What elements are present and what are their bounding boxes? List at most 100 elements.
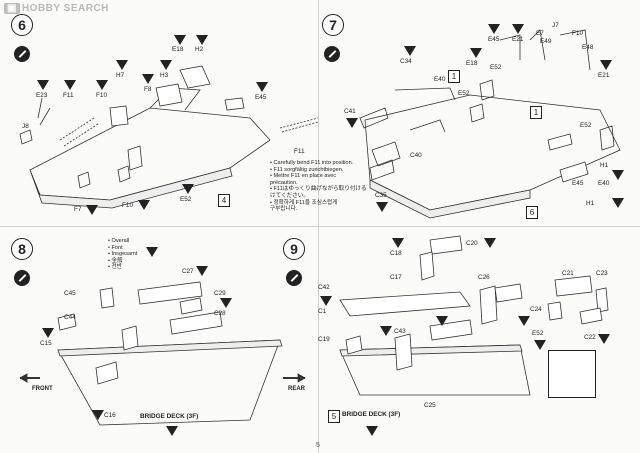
step7-hull-side [369,179,531,219]
step8-label-c44: C44 [64,314,76,321]
step8-part-c16 [95,361,119,385]
step8-glue-icon [14,270,30,286]
step9-label-c42: C42 [318,284,330,291]
step7-paint-marker-icon [600,60,612,70]
step7-label-e21: E21 [512,36,524,43]
step9-part-c23 [595,287,609,313]
step-6-number: 6 [11,14,33,36]
step8-paint-marker-icon [146,247,158,257]
step7-label-c35: C35 [375,192,387,199]
step7-label-e48: E48 [582,44,594,51]
step6-part-e45 [224,97,245,111]
step6-label-f10-lower: F10 [122,202,134,209]
step7-label-h1: H1 [600,162,609,169]
step9-label-c18: C18 [390,250,402,257]
step7-deck-outline [364,94,621,211]
step9-label-c21: C21 [562,270,574,277]
step9-deck-edge [339,344,523,357]
step9-paint-marker-icon [534,340,546,350]
legend-line: • 全般 [108,257,123,264]
step9-label-c24: C24 [530,306,542,313]
step7-label-f10: F10 [572,30,584,37]
step9-part-c19 [345,335,363,355]
step7-part-c40 [371,141,401,167]
step8-front-arrowhead [19,373,28,383]
step8-paint-marker-icon [196,266,208,276]
step7-paint-marker-icon [488,24,500,34]
step7-masts [499,29,591,71]
step7-label-e52-c: E52 [580,122,592,129]
note-line: • F11はゆっくり曲げながら取り付ける [270,186,367,193]
step9-label-c1: C1 [318,308,327,315]
step8-paint-marker-icon [92,410,104,420]
legend-line: • 전반 [108,264,122,271]
step6-label-f10: F10 [96,92,108,99]
step6-glue-icon [14,46,30,62]
horizontal-divider [0,226,640,227]
step9-paint-marker-icon [598,334,610,344]
step9-label-c43: C43 [394,328,406,335]
step7-paint-marker-icon [612,170,624,180]
step6-paint-marker-icon [174,35,186,45]
step6-label-e18: E18 [172,46,184,53]
step9-rear-arrowhead [297,373,306,383]
vertical-divider [318,0,319,453]
step6-part-h7 [109,105,129,127]
step9-part-c21 [554,275,593,297]
step6-label-f8: F8 [144,86,152,93]
step8-direction-label: FRONT [32,386,53,392]
step9-paint-marker-icon [484,238,496,248]
step6-paint-marker-icon [142,74,154,84]
step6-label-f11-detail: F11 [294,148,305,155]
step8-parts-c29-c28 [169,297,223,335]
step7-part-h1 [599,125,615,151]
step8-legend: • Overall • Font • Insgesamt • 全般 • 전반 [108,238,137,271]
step9-part-c25 [494,283,523,303]
step8-part-c45 [99,287,115,309]
watermark-text: HOBBY SEARCH [21,3,109,14]
step7-paint-marker-icon [470,48,482,58]
step9-paint-marker-icon [380,326,392,336]
step7-paint-marker-icon [376,202,388,212]
note-line: 구부립니다. [270,206,298,213]
step7-rail-c34 [394,87,456,133]
step6-paint-marker-icon [37,80,49,90]
step6-paint-marker-icon [256,82,268,92]
step9-detail-inset [548,350,596,398]
step6-label-e23: E23 [36,92,48,99]
step6-paint-marker-icon [96,80,108,90]
step7-box-ref-a: 1 [448,70,460,83]
note-line: • Mettre F11 en place avec [270,173,337,180]
step9-part-c18-c17 [419,251,435,281]
step9-paint-marker-icon [366,426,378,436]
step6-note: • Carefully bend F11 into position. • F1… [270,160,367,213]
step9-deck-label: BRIDGE DECK (3F) [342,411,401,418]
step8-paint-marker-icon [220,298,232,308]
step7-label-e45-b: E45 [572,180,584,187]
step9-part-c26 [479,285,498,325]
step8-part-c44 [121,325,139,351]
step9-paint-marker-icon [392,238,404,248]
step9-paint-marker-icon [320,296,332,306]
step9-label-c25: C25 [424,402,436,409]
step6-label-h3: H3 [160,72,169,79]
step9-label-c26: C26 [478,274,490,281]
step7-label-j7: J7 [552,22,559,29]
step6-part-j8 [19,129,33,145]
step6-label-h7: H7 [116,72,125,79]
step9-part-c1 [339,291,471,317]
watermark: ▣HOBBY SEARCH [4,3,109,14]
step6-part-e52 [127,145,143,171]
step9-part-c24 [547,301,563,321]
watermark-logo-icon: ▣ [4,3,20,14]
step6-paint-marker-icon [86,205,98,215]
legend-line: • Font [108,244,123,251]
step6-paint-marker-icon [160,60,172,70]
step6-paint-marker-icon [196,35,208,45]
step6-label-h2: H2 [195,46,204,53]
step7-label-c34: C34 [400,58,412,65]
page-number: 5 [316,442,320,449]
note-line: けてください。 [270,192,309,199]
step9-label-c17: C17 [390,274,402,281]
